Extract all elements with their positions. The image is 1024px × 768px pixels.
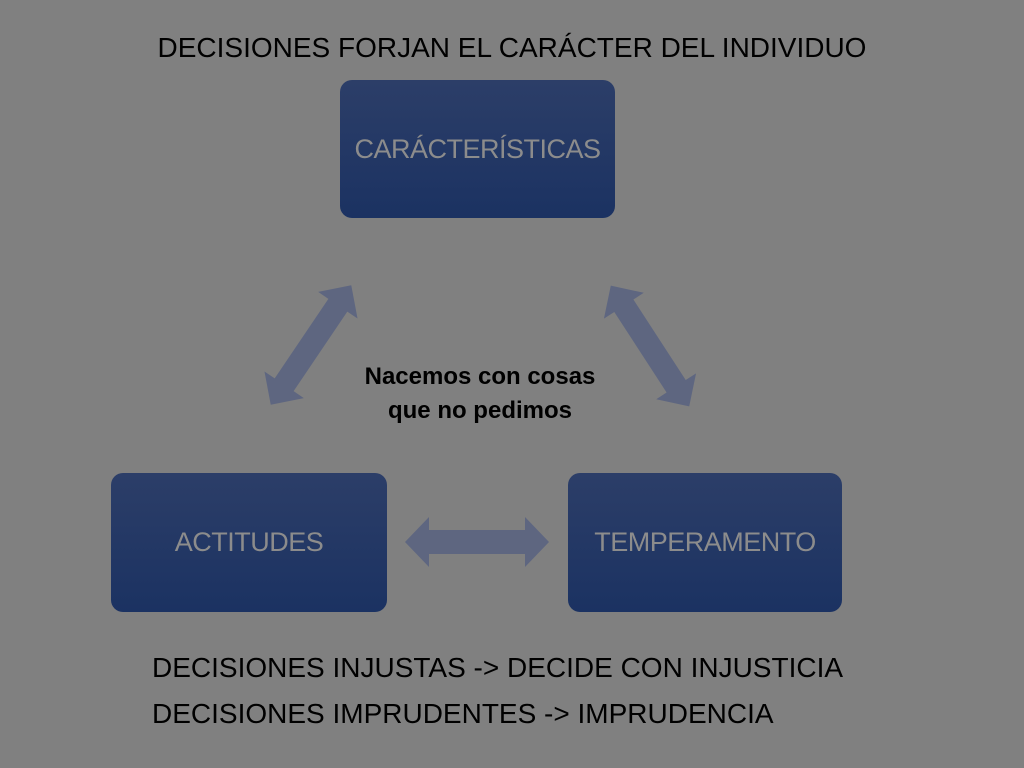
- box-label: TEMPERAMENTO: [594, 527, 816, 557]
- center-text: Nacemos con cosas que no pedimos: [330, 360, 630, 428]
- box-label: ACTITUDES: [174, 527, 324, 557]
- center-line: que no pedimos: [387, 397, 572, 424]
- slide-title: DECISIONES FORJAN EL CARÁCTER DEL INDIVI…: [157, 32, 867, 63]
- bottom-line: DECISIONES INJUSTAS -> DECIDE CON INJUST…: [152, 652, 844, 683]
- center-line: Nacemos con cosas: [364, 363, 596, 390]
- box-caracteristicas: CARÁCTERÍSTICAS: [340, 80, 615, 218]
- box-actitudes: ACTITUDES: [111, 473, 387, 612]
- bottom-line: DECISIONES IMPRUDENTES -> IMPRUDENCIA: [152, 698, 774, 729]
- box-label: CARÁCTERÍSTICAS: [354, 133, 601, 164]
- box-temperamento: TEMPERAMENTO: [568, 473, 842, 612]
- double-arrow-horizontal-icon: [405, 517, 549, 567]
